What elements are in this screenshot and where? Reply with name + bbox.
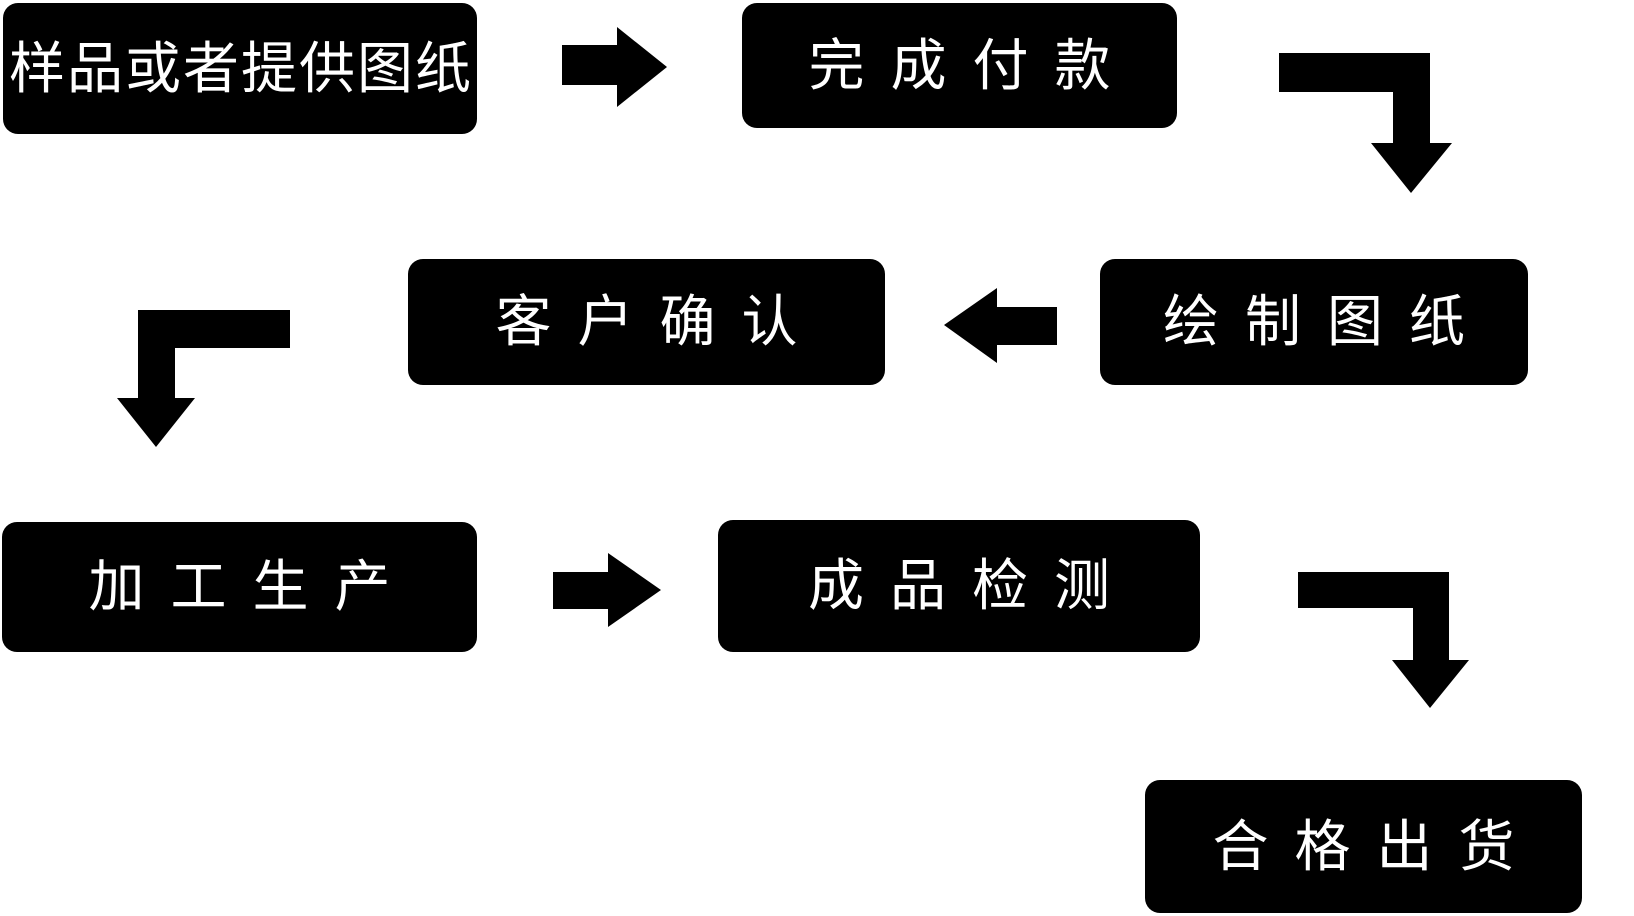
flow-node-draw-drawings: 绘制图纸 bbox=[1100, 259, 1528, 385]
flow-node-processing-production: 加工生产 bbox=[2, 522, 477, 652]
corner-down-right-arrow-icon bbox=[1279, 53, 1452, 193]
corner-down-left-arrow-icon bbox=[117, 310, 290, 447]
right-arrow-icon bbox=[562, 27, 667, 107]
flow-node-finished-product-inspection: 成品检测 bbox=[718, 520, 1200, 652]
flow-node-complete-payment: 完成付款 bbox=[742, 3, 1177, 128]
flow-node-customer-confirmation: 客户确认 bbox=[408, 259, 885, 385]
left-arrow-icon bbox=[944, 288, 1057, 363]
flow-node-qualified-shipment: 合格出货 bbox=[1145, 780, 1582, 913]
flow-node-sample-or-drawings: 样品或者提供图纸 bbox=[3, 3, 477, 134]
corner-down-right-arrow-icon bbox=[1298, 572, 1469, 708]
right-arrow-icon bbox=[553, 553, 661, 627]
